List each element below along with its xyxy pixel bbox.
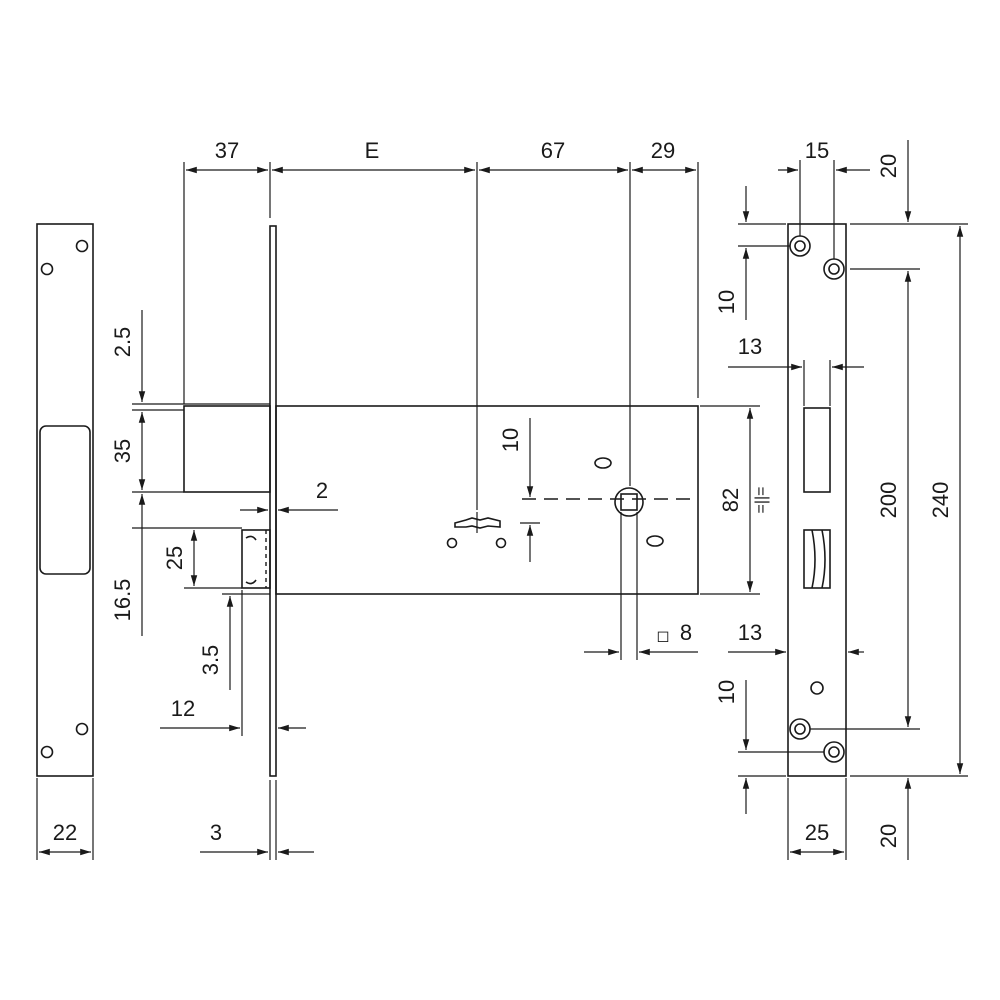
strike-plate: 22 xyxy=(36,223,94,860)
dim-20-bot-label: 20 xyxy=(876,824,901,848)
top-dimensions: 37 E 67 29 xyxy=(183,138,699,510)
dim-13-bot-label: 13 xyxy=(738,620,762,645)
dim-22-label: 22 xyxy=(53,820,77,845)
dim-E-label: E xyxy=(365,138,380,163)
countersunk-screw-hole xyxy=(823,258,845,280)
left-dimensions: 2.5 35 16.5 25 3.5 xyxy=(110,310,270,690)
key-screw xyxy=(446,537,458,549)
square-symbol: ◻ xyxy=(656,628,669,645)
front-view-dimensions: 15 20 10 13 200 240 13 10 xyxy=(714,138,968,860)
equal-mark: =||= xyxy=(753,487,770,514)
strike-plate-opening xyxy=(39,425,91,575)
strike-screw-hole xyxy=(75,239,89,253)
dim-2-5-label: 2.5 xyxy=(110,327,135,358)
dim-2-label: 2 xyxy=(316,478,328,503)
faceplate-dimensions: 2 12 3 xyxy=(160,478,338,860)
countersunk-screw-hole xyxy=(789,235,811,257)
dim-13-top-label: 13 xyxy=(738,334,762,359)
dim-200-label: 200 xyxy=(876,482,901,519)
dim-8-label: 8 xyxy=(680,620,692,645)
strike-plate-outline xyxy=(36,223,94,777)
dim-35-label: 35 xyxy=(110,439,135,463)
faceplate-front-view xyxy=(787,223,847,777)
strike-screw-hole xyxy=(40,745,54,759)
dim-15-label: 15 xyxy=(805,138,829,163)
dim-37-label: 37 xyxy=(215,138,239,163)
countersunk-screw-hole xyxy=(823,741,845,763)
lock-case xyxy=(275,405,699,595)
dim-82-label: 82 xyxy=(718,488,743,512)
dim-25-label: 25 xyxy=(162,546,187,570)
lock-side-view xyxy=(183,225,699,777)
deadbolt xyxy=(183,405,271,493)
keyhole xyxy=(454,517,501,529)
countersunk-screw-hole xyxy=(789,718,811,740)
dim-25-bot-label: 25 xyxy=(805,820,829,845)
spindle-hole xyxy=(810,681,824,695)
bolt-window xyxy=(803,407,831,493)
follower-hub xyxy=(614,487,644,517)
dim-3-5-label: 3.5 xyxy=(198,645,223,676)
strike-screw-hole xyxy=(75,722,89,736)
dim-29-label: 29 xyxy=(651,138,675,163)
dim-10-top-label: 10 xyxy=(714,290,739,314)
dim-10-bot-label: 10 xyxy=(714,680,739,704)
dim-240-label: 240 xyxy=(928,482,953,519)
follower-square xyxy=(620,493,638,511)
strike-screw-hole xyxy=(40,262,54,276)
dim-67-label: 67 xyxy=(541,138,565,163)
case-slot xyxy=(594,457,612,469)
dim-20-top-label: 20 xyxy=(876,154,901,178)
case-slot xyxy=(646,535,664,547)
key-screw xyxy=(495,537,507,549)
faceplate xyxy=(269,225,277,777)
dim-12-label: 12 xyxy=(171,696,195,721)
case-dimensions: 10 82 =||= ◻ 8 xyxy=(498,405,770,660)
dim-3-label: 3 xyxy=(210,820,222,845)
dim-16-5-label: 16.5 xyxy=(110,579,135,622)
front-plate-outline xyxy=(787,223,847,777)
latch-window xyxy=(803,529,831,589)
latch-bolt xyxy=(241,529,271,589)
dim-10-mid-label: 10 xyxy=(498,428,523,452)
